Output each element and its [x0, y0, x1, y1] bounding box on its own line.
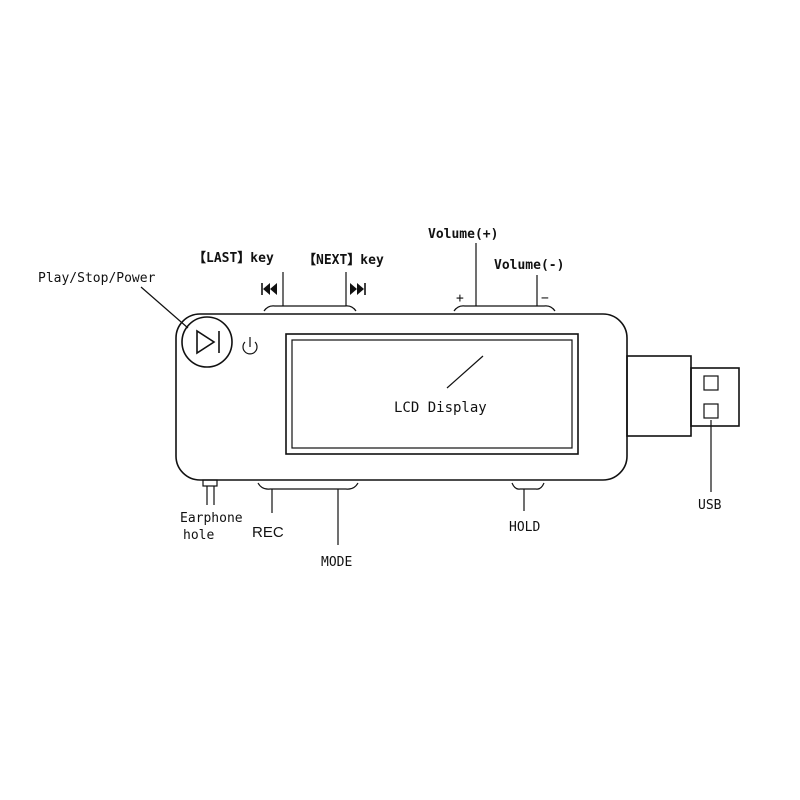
- label-minus-sign: −: [541, 291, 549, 306]
- label-hold: HOLD: [509, 520, 540, 535]
- label-rec: REC: [252, 524, 284, 541]
- label-earphone-line2: hole: [183, 528, 214, 543]
- label-earphone-line1: Earphone: [180, 511, 243, 526]
- rec-mode-key-strip: [257, 482, 359, 545]
- skip-next-icon: [350, 283, 366, 295]
- usb-plug: [626, 355, 740, 437]
- hold-switch: [511, 482, 545, 511]
- label-usb: USB: [698, 498, 722, 513]
- label-play-stop-power: Play/Stop/Power: [38, 271, 156, 286]
- leader-play-stop-power: [140, 286, 189, 329]
- earphone-hole: [202, 479, 218, 505]
- play-pause-icon: [181, 316, 233, 368]
- power-icon: [242, 337, 258, 355]
- leader-lcd-display: [446, 355, 484, 389]
- label-volume-plus: Volume(+): [428, 227, 498, 242]
- label-last-key: 【LAST】key: [193, 250, 274, 266]
- last-next-key-strip: [263, 272, 357, 312]
- label-lcd-display: LCD Display: [394, 400, 487, 416]
- volume-key-strip: [453, 243, 556, 312]
- lcd-frame-inner: [291, 339, 573, 449]
- label-mode: MODE: [321, 555, 352, 570]
- label-plus-sign: +: [456, 291, 464, 306]
- label-volume-minus: Volume(-): [494, 258, 564, 273]
- device-body: [175, 313, 628, 481]
- lcd-frame-outer: [285, 333, 579, 455]
- skip-previous-icon: [261, 283, 277, 295]
- label-next-key: 【NEXT】key: [303, 252, 384, 268]
